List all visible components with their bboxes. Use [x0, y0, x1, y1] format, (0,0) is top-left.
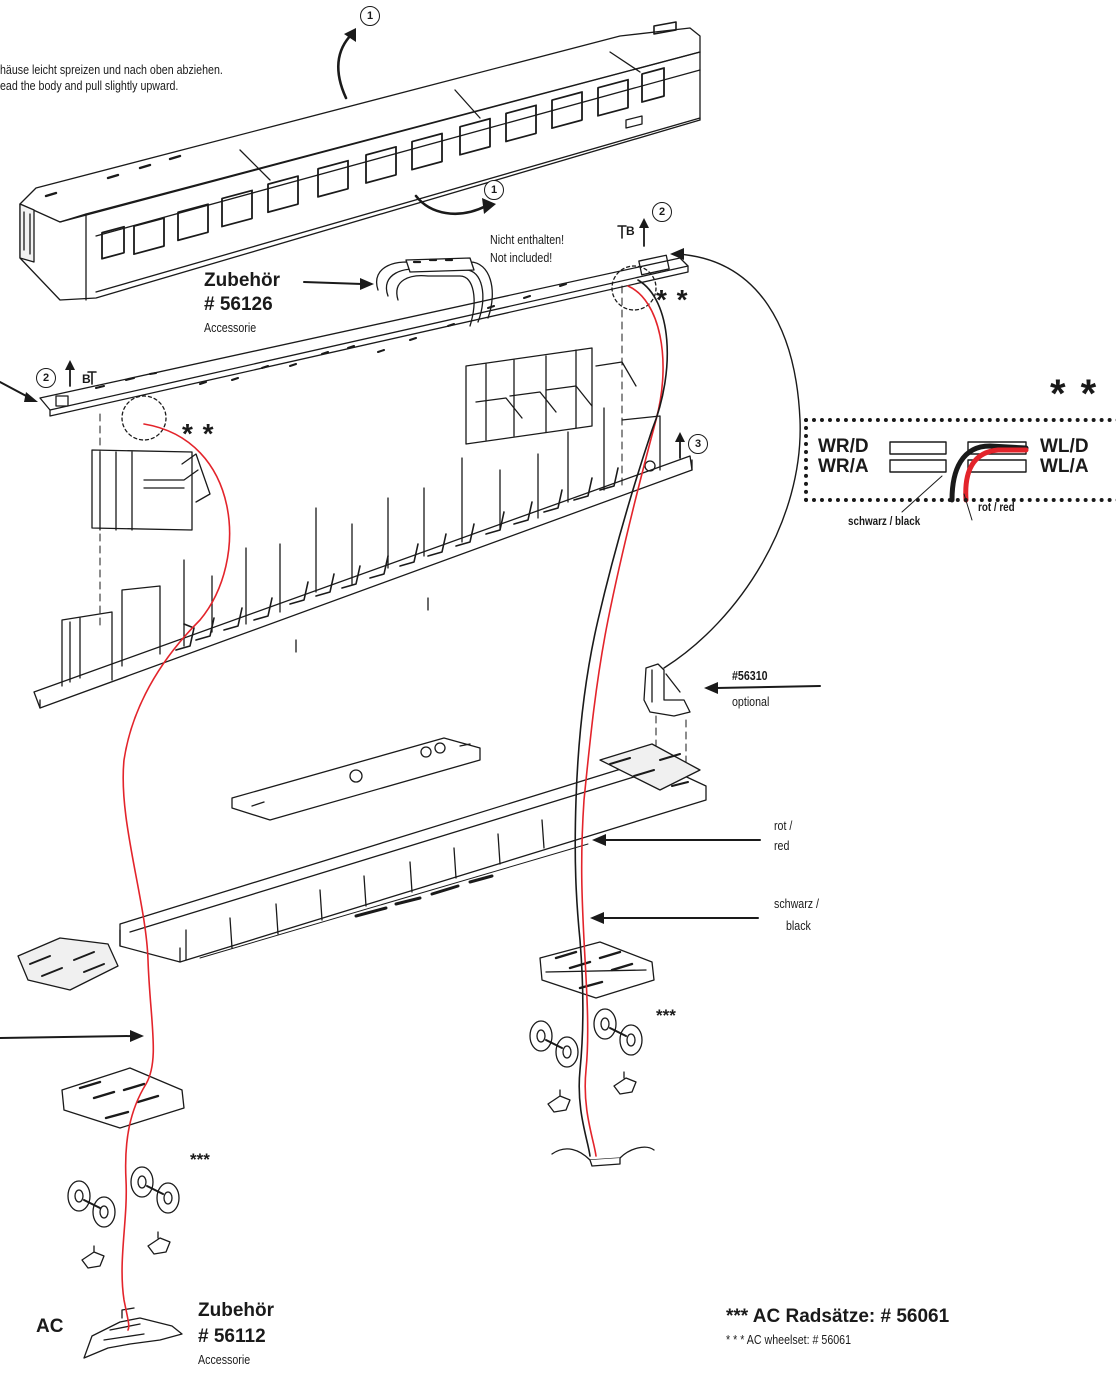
double-star-marker-right: * *	[656, 284, 689, 315]
inset-black-wire-label: schwarz / black	[848, 514, 921, 528]
accessory-bottom-title: Zubehör	[198, 1300, 274, 1321]
inset-red-wire-label: rot / red	[978, 500, 1015, 514]
not-included-en: Not included!	[490, 250, 553, 265]
red-wire-left	[121, 423, 231, 1331]
triple-star-marker-left: ***	[190, 1150, 210, 1169]
alignment-guides	[99, 285, 687, 801]
interior-partition-left	[91, 449, 211, 531]
optional-part-number: #56310	[732, 668, 768, 683]
accessory-top-caption: Accessorie	[204, 320, 257, 335]
screw-left	[87, 371, 97, 385]
accessory-cable-bridge	[375, 257, 493, 327]
cable-to-optional-part	[663, 253, 801, 669]
step-badge-2-left: 2	[36, 368, 56, 388]
step-badge-1-top: 1	[360, 6, 380, 26]
inset-wiring-box	[804, 418, 1116, 502]
ac-label: AC	[36, 1316, 64, 1337]
inset-connector-detail	[889, 441, 1029, 521]
bogie-right	[539, 941, 655, 999]
instruction-text-en: ead the body and pull slightly upward.	[0, 78, 179, 93]
step-badge-1-mid: 1	[484, 180, 504, 200]
inset-wr-a: WR/A	[818, 456, 869, 477]
wheelsets-left	[67, 1166, 180, 1228]
bogie-left	[61, 1067, 185, 1129]
not-included-de: Nicht enthalten!	[490, 232, 565, 247]
optional-part-label: optional	[732, 694, 770, 709]
car-windows	[101, 67, 665, 260]
interior-partition-right	[465, 347, 637, 445]
pickup-shoe	[83, 1307, 183, 1359]
inset-stars: * *	[1050, 372, 1099, 416]
spread-arrow	[414, 194, 488, 216]
screw-right	[617, 225, 627, 239]
car-body-shell	[19, 21, 701, 301]
contact-spring-right	[551, 1146, 655, 1167]
brake-shoes-right	[547, 1071, 637, 1113]
black-wire-right	[574, 279, 669, 1157]
step-badge-3: 3	[688, 434, 708, 454]
accessory-bottom-caption: Accessorie	[198, 1352, 251, 1367]
wheelset-note-subtitle: * * * AC wheelset: # 56061	[726, 1332, 852, 1347]
triple-star-marker-right: ***	[656, 1006, 676, 1025]
optional-part-56310	[643, 663, 691, 717]
accessory-bottom-number: # 56112	[198, 1326, 266, 1347]
inset-wl-d: WL/D	[1040, 436, 1089, 457]
ballast-weight-plate	[231, 737, 481, 821]
brake-shoes-left	[81, 1231, 171, 1269]
black-wire-label-line1: schwarz /	[774, 896, 820, 911]
accessory-top-number: # 56126	[204, 294, 273, 315]
screw-label-right: B	[626, 224, 635, 238]
red-wire-label-line1: rot /	[774, 818, 793, 833]
interior-seating-insert	[33, 407, 693, 709]
inset-wl-a: WL/A	[1040, 456, 1089, 477]
inset-wr-d: WR/D	[818, 436, 869, 457]
lighting-circuit-board	[39, 254, 689, 441]
red-wire-label-line2: red	[774, 838, 790, 853]
lift-arrow-top	[336, 32, 354, 100]
step-badge-2-right: 2	[652, 202, 672, 222]
instruction-text-de: häuse leicht spreizen und nach oben abzi…	[0, 62, 223, 77]
wheelsets-right	[529, 1008, 643, 1068]
black-wire-label-line2: black	[786, 918, 811, 933]
wheelset-note-title: *** AC Radsätze: # 56061	[726, 1306, 950, 1327]
screw-label-left: B	[82, 372, 91, 386]
chassis-underframe	[17, 743, 707, 991]
double-star-marker-left: * *	[182, 418, 215, 449]
accessory-top-title: Zubehör	[204, 270, 280, 291]
